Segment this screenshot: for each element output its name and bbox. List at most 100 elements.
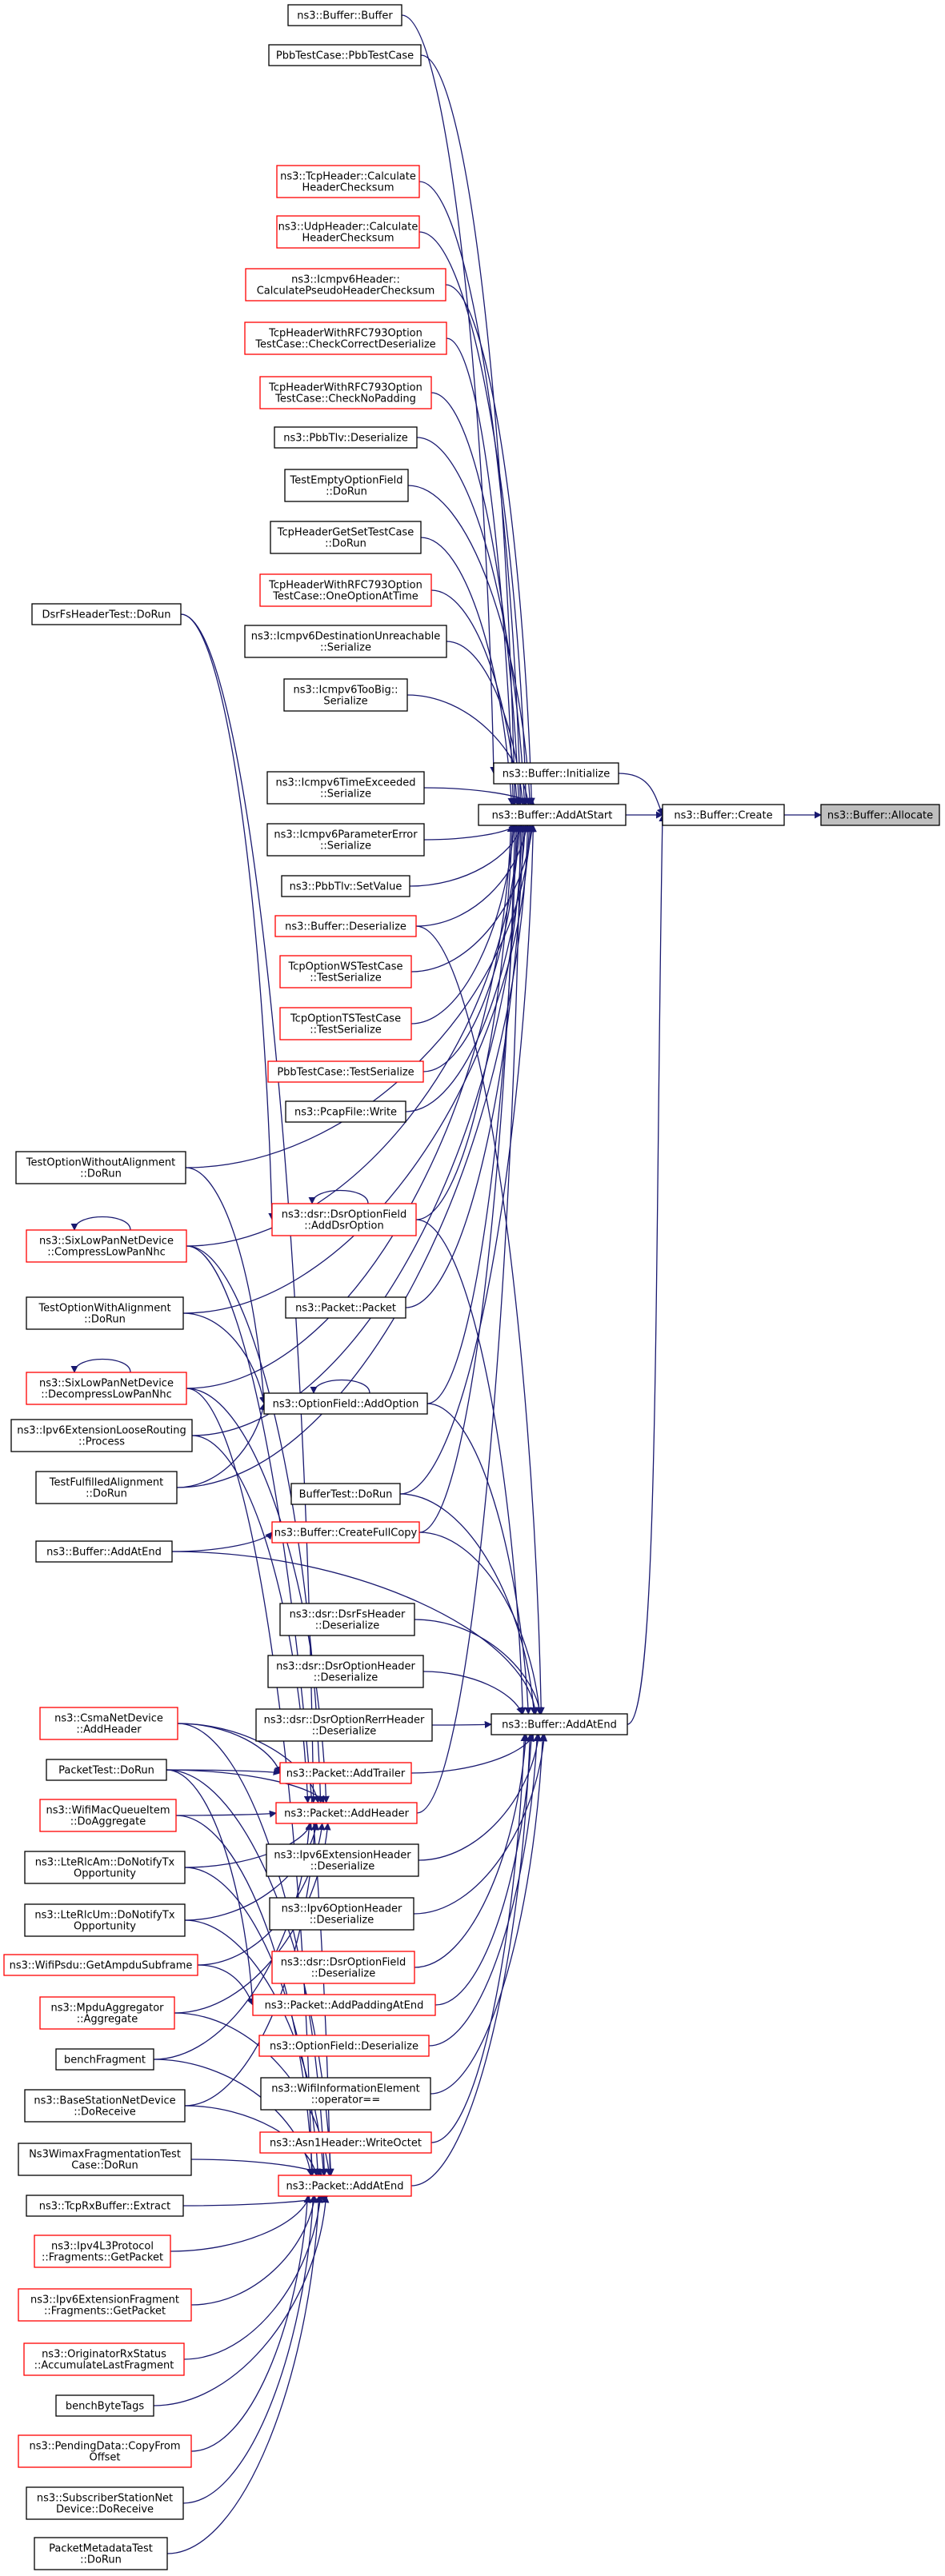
graph-node-benchfragment[interactable]: benchFragment — [55, 2048, 154, 2071]
graph-node-icmpv6timeexc[interactable]: ns3::Icmpv6TimeExceeded::Serialize — [266, 771, 425, 805]
graph-node-tcpoptts[interactable]: TcpOptionTSTestCase::TestSerialize — [279, 1007, 412, 1040]
graph-node-benchbytetags[interactable]: benchByteTags — [55, 2394, 154, 2417]
graph-node-subscriber[interactable]: ns3::SubscriberStationNetDevice::DoRecei… — [26, 2486, 184, 2520]
node-label: TestOptionWithAlignment — [38, 1303, 170, 1315]
edge-testemptyopt-to-addatstart — [407, 485, 534, 805]
graph-node-addpadding[interactable]: ns3::Packet::AddPaddingAtEnd — [252, 1994, 436, 2016]
node-label: TcpHeaderWithRFC793Option — [268, 382, 422, 394]
edge-bufferbuffer-to-initialize — [401, 14, 498, 774]
node-label: HeaderChecksum — [302, 233, 394, 245]
graph-node-bufferaddatend2[interactable]: ns3::Buffer::AddAtEnd — [35, 1540, 173, 1563]
graph-node-pbbtlvdeser[interactable]: ns3::PbbTlv::Deserialize — [274, 426, 418, 449]
graph-node-dsroptfielddeser[interactable]: ns3::dsr::DsrOptionField::Deserialize — [271, 1951, 415, 1984]
node-label: ::CompressLowPanNhc — [47, 1247, 165, 1259]
graph-node-ipv6loose[interactable]: ns3::Ipv6ExtensionLooseRouting::Process — [10, 1419, 193, 1452]
graph-node-tcpoptws[interactable]: TcpOptionWSTestCase::TestSerialize — [279, 955, 412, 988]
node-label: ::Deserialize — [312, 1726, 377, 1738]
graph-node-tcprfcnopad[interactable]: TcpHeaderWithRFC793OptionTestCase::Check… — [259, 376, 432, 409]
graph-node-pcapwrite[interactable]: ns3::PcapFile::Write — [285, 1100, 406, 1123]
graph-node-create[interactable]: ns3::Buffer::Create — [662, 804, 785, 826]
graph-node-initialize[interactable]: ns3::Buffer::Initialize — [493, 762, 619, 785]
node-box — [3, 1954, 198, 1976]
node-box — [267, 1060, 424, 1083]
graph-node-optfielddeser[interactable]: ns3::OptionField::Deserialize — [258, 2035, 430, 2057]
graph-node-asn1write[interactable]: ns3::Asn1Header::WriteOctet — [259, 2131, 432, 2154]
graph-node-ipv6opthdrdeser[interactable]: ns3::Ipv6OptionHeader::Deserialize — [269, 1897, 414, 1931]
graph-node-ipv4l3frag[interactable]: ns3::Ipv4L3Protocol::Fragments::GetPacke… — [34, 2235, 171, 2268]
graph-node-dsrrerrdeser[interactable]: ns3::dsr::DsrOptionRerrHeader::Deseriali… — [255, 1708, 433, 1742]
graph-node-ipv6exthdrdeser[interactable]: ns3::Ipv6ExtensionHeader::Deserialize — [266, 1843, 419, 1877]
graph-node-addheader[interactable]: ns3::Packet::AddHeader — [275, 1802, 418, 1824]
graph-node-wifiinfoelem[interactable]: ns3::WifiInformationElement::operator== — [260, 2077, 431, 2111]
edge-dsrrerrdeser-to-addatend — [431, 1720, 492, 1728]
graph-node-testemptyopt[interactable]: TestEmptyOptionField::DoRun — [284, 469, 409, 502]
graph-node-tcpgetset[interactable]: TcpHeaderGetSetTestCase::DoRun — [270, 521, 422, 554]
graph-node-tcprfccheck[interactable]: TcpHeaderWithRFC793OptionTestCase::Check… — [244, 322, 447, 355]
graph-node-dsraddopt[interactable]: ns3::dsr::DsrOptionField::AddDsrOption — [271, 1203, 417, 1236]
graph-node-dsropthdrdeser[interactable]: ns3::dsr::DsrOptionHeader::Deserialize — [267, 1655, 424, 1688]
graph-node-mpduagg[interactable]: ns3::MpduAggregator::Aggregate — [39, 1996, 175, 2030]
edge-addatend-to-create — [627, 814, 667, 1725]
graph-node-tcprxbuffer[interactable]: ns3::TcpRxBuffer::Extract — [26, 2195, 184, 2217]
node-label: ns3::Ipv6ExtensionFragment — [30, 2294, 179, 2306]
graph-node-dsrfsdeser[interactable]: ns3::dsr::DsrFsHeader::Deserialize — [279, 1603, 415, 1636]
graph-node-packetpacket[interactable]: ns3::Packet::Packet — [285, 1296, 406, 1319]
graph-node-bufferdeser[interactable]: ns3::Buffer::Deserialize — [274, 915, 417, 937]
graph-node-icmpv6toobig[interactable]: ns3::Icmpv6TooBig::Serialize — [283, 678, 408, 712]
edge-dsrfsheadertest-to-dsraddopt — [180, 613, 276, 1220]
node-box — [39, 1799, 177, 1832]
node-label: ns3::Buffer::Deserialize — [285, 921, 406, 933]
edge-basestation-to-addheader — [184, 1823, 318, 2107]
node-label: TestFulfilledAlignment — [49, 1477, 164, 1489]
node-box — [270, 521, 422, 554]
edge-buffertestdorun-to-addatend — [399, 1493, 538, 1715]
graph-node-packetmetadata[interactable]: PacketMetadataTest::DoRun — [34, 2537, 168, 2570]
graph-node-addatstart[interactable]: ns3::Buffer::AddAtStart — [478, 804, 627, 826]
node-label: ns3::WifiPsdu::GetAmpduSubframe — [10, 1960, 193, 1972]
graph-node-tcprfconeopt[interactable]: TcpHeaderWithRFC793OptionTestCase::OneOp… — [259, 573, 432, 607]
node-label: ns3::PbbTlv::Deserialize — [283, 433, 407, 445]
edge-testoptwithout-to-optfieldaddopt — [185, 1167, 267, 1404]
graph-node-basestation[interactable]: ns3::BaseStationNetDevice::DoReceive — [24, 2089, 186, 2123]
graph-node-addtrailer[interactable]: ns3::Packet::AddTrailer — [279, 1762, 412, 1784]
graph-node-pbbtestcase[interactable]: PbbTestCase::PbbTestCase — [268, 44, 422, 66]
graph-node-buffertestdorun[interactable]: BufferTest::DoRun — [290, 1483, 401, 1505]
graph-node-wifipsdu[interactable]: ns3::WifiPsdu::GetAmpduSubframe — [3, 1954, 198, 1976]
graph-node-icmpv6param[interactable]: ns3::Icmpv6ParameterError::Serialize — [266, 823, 425, 857]
node-box — [279, 955, 412, 988]
graph-node-ipv6extfrag[interactable]: ns3::Ipv6ExtensionFragment::Fragments::G… — [18, 2288, 192, 2322]
graph-node-testfulfilled[interactable]: TestFulfilledAlignment::DoRun — [35, 1471, 178, 1504]
graph-node-packetaddatend[interactable]: ns3::Packet::AddAtEnd — [278, 2175, 412, 2197]
graph-node-pbbtlvsetvalue[interactable]: ns3::PbbTlv::SetValue — [281, 875, 410, 897]
graph-node-icmpv6calc[interactable]: ns3::Icmpv6Header::CalculatePseudoHeader… — [245, 268, 446, 302]
graph-node-originator[interactable]: ns3::OriginatorRxStatus::AccumulateLastF… — [23, 2342, 185, 2376]
graph-node-sixcompress[interactable]: ns3::SixLowPanNetDevice::CompressLowPanN… — [26, 1229, 187, 1263]
graph-node-dsrfsheadertest[interactable]: DsrFsHeaderTest::DoRun — [31, 603, 182, 625]
graph-node-wifimacqueue[interactable]: ns3::WifiMacQueueItem::DoAggregate — [39, 1799, 177, 1832]
graph-node-icmpv6dest[interactable]: ns3::Icmpv6DestinationUnreachable::Seria… — [244, 625, 447, 658]
node-label: ::DoRun — [84, 1314, 126, 1326]
graph-node-sixdecompress[interactable]: ns3::SixLowPanNetDevice::DecompressLowPa… — [26, 1372, 187, 1405]
edge-ipv4l3frag-to-packetaddatend — [170, 2195, 311, 2252]
edge-ipv6loose-to-addatstart — [191, 825, 526, 1436]
graph-node-packettestdorun[interactable]: PacketTest::DoRun — [46, 1759, 167, 1781]
graph-node-testoptwith[interactable]: TestOptionWithAlignment::DoRun — [26, 1296, 184, 1330]
graph-node-addatend[interactable]: ns3::Buffer::AddAtEnd — [491, 1713, 628, 1735]
graph-node-pbbtestser[interactable]: PbbTestCase::TestSerialize — [267, 1060, 424, 1083]
node-label: ns3::TcpHeader::Calculate — [280, 171, 416, 183]
graph-node-csmaaddheader[interactable]: ns3::CsmaNetDevice::AddHeader — [39, 1707, 178, 1740]
graph-node-allocate[interactable]: ns3::Buffer::Allocate — [820, 804, 940, 826]
edge-lterlcum-to-addheader — [184, 1823, 319, 1921]
node-label: ns3::UdpHeader::Calculate — [278, 222, 418, 234]
graph-node-optfieldaddopt[interactable]: ns3::OptionField::AddOption — [263, 1392, 428, 1415]
graph-node-createfullcopy[interactable]: ns3::Buffer::CreateFullCopy — [271, 1521, 420, 1544]
graph-node-bufferbuffer[interactable]: ns3::Buffer::Buffer — [287, 4, 402, 26]
node-box — [269, 1897, 414, 1931]
graph-node-testoptwithout[interactable]: TestOptionWithoutAlignment::DoRun — [15, 1151, 186, 1184]
